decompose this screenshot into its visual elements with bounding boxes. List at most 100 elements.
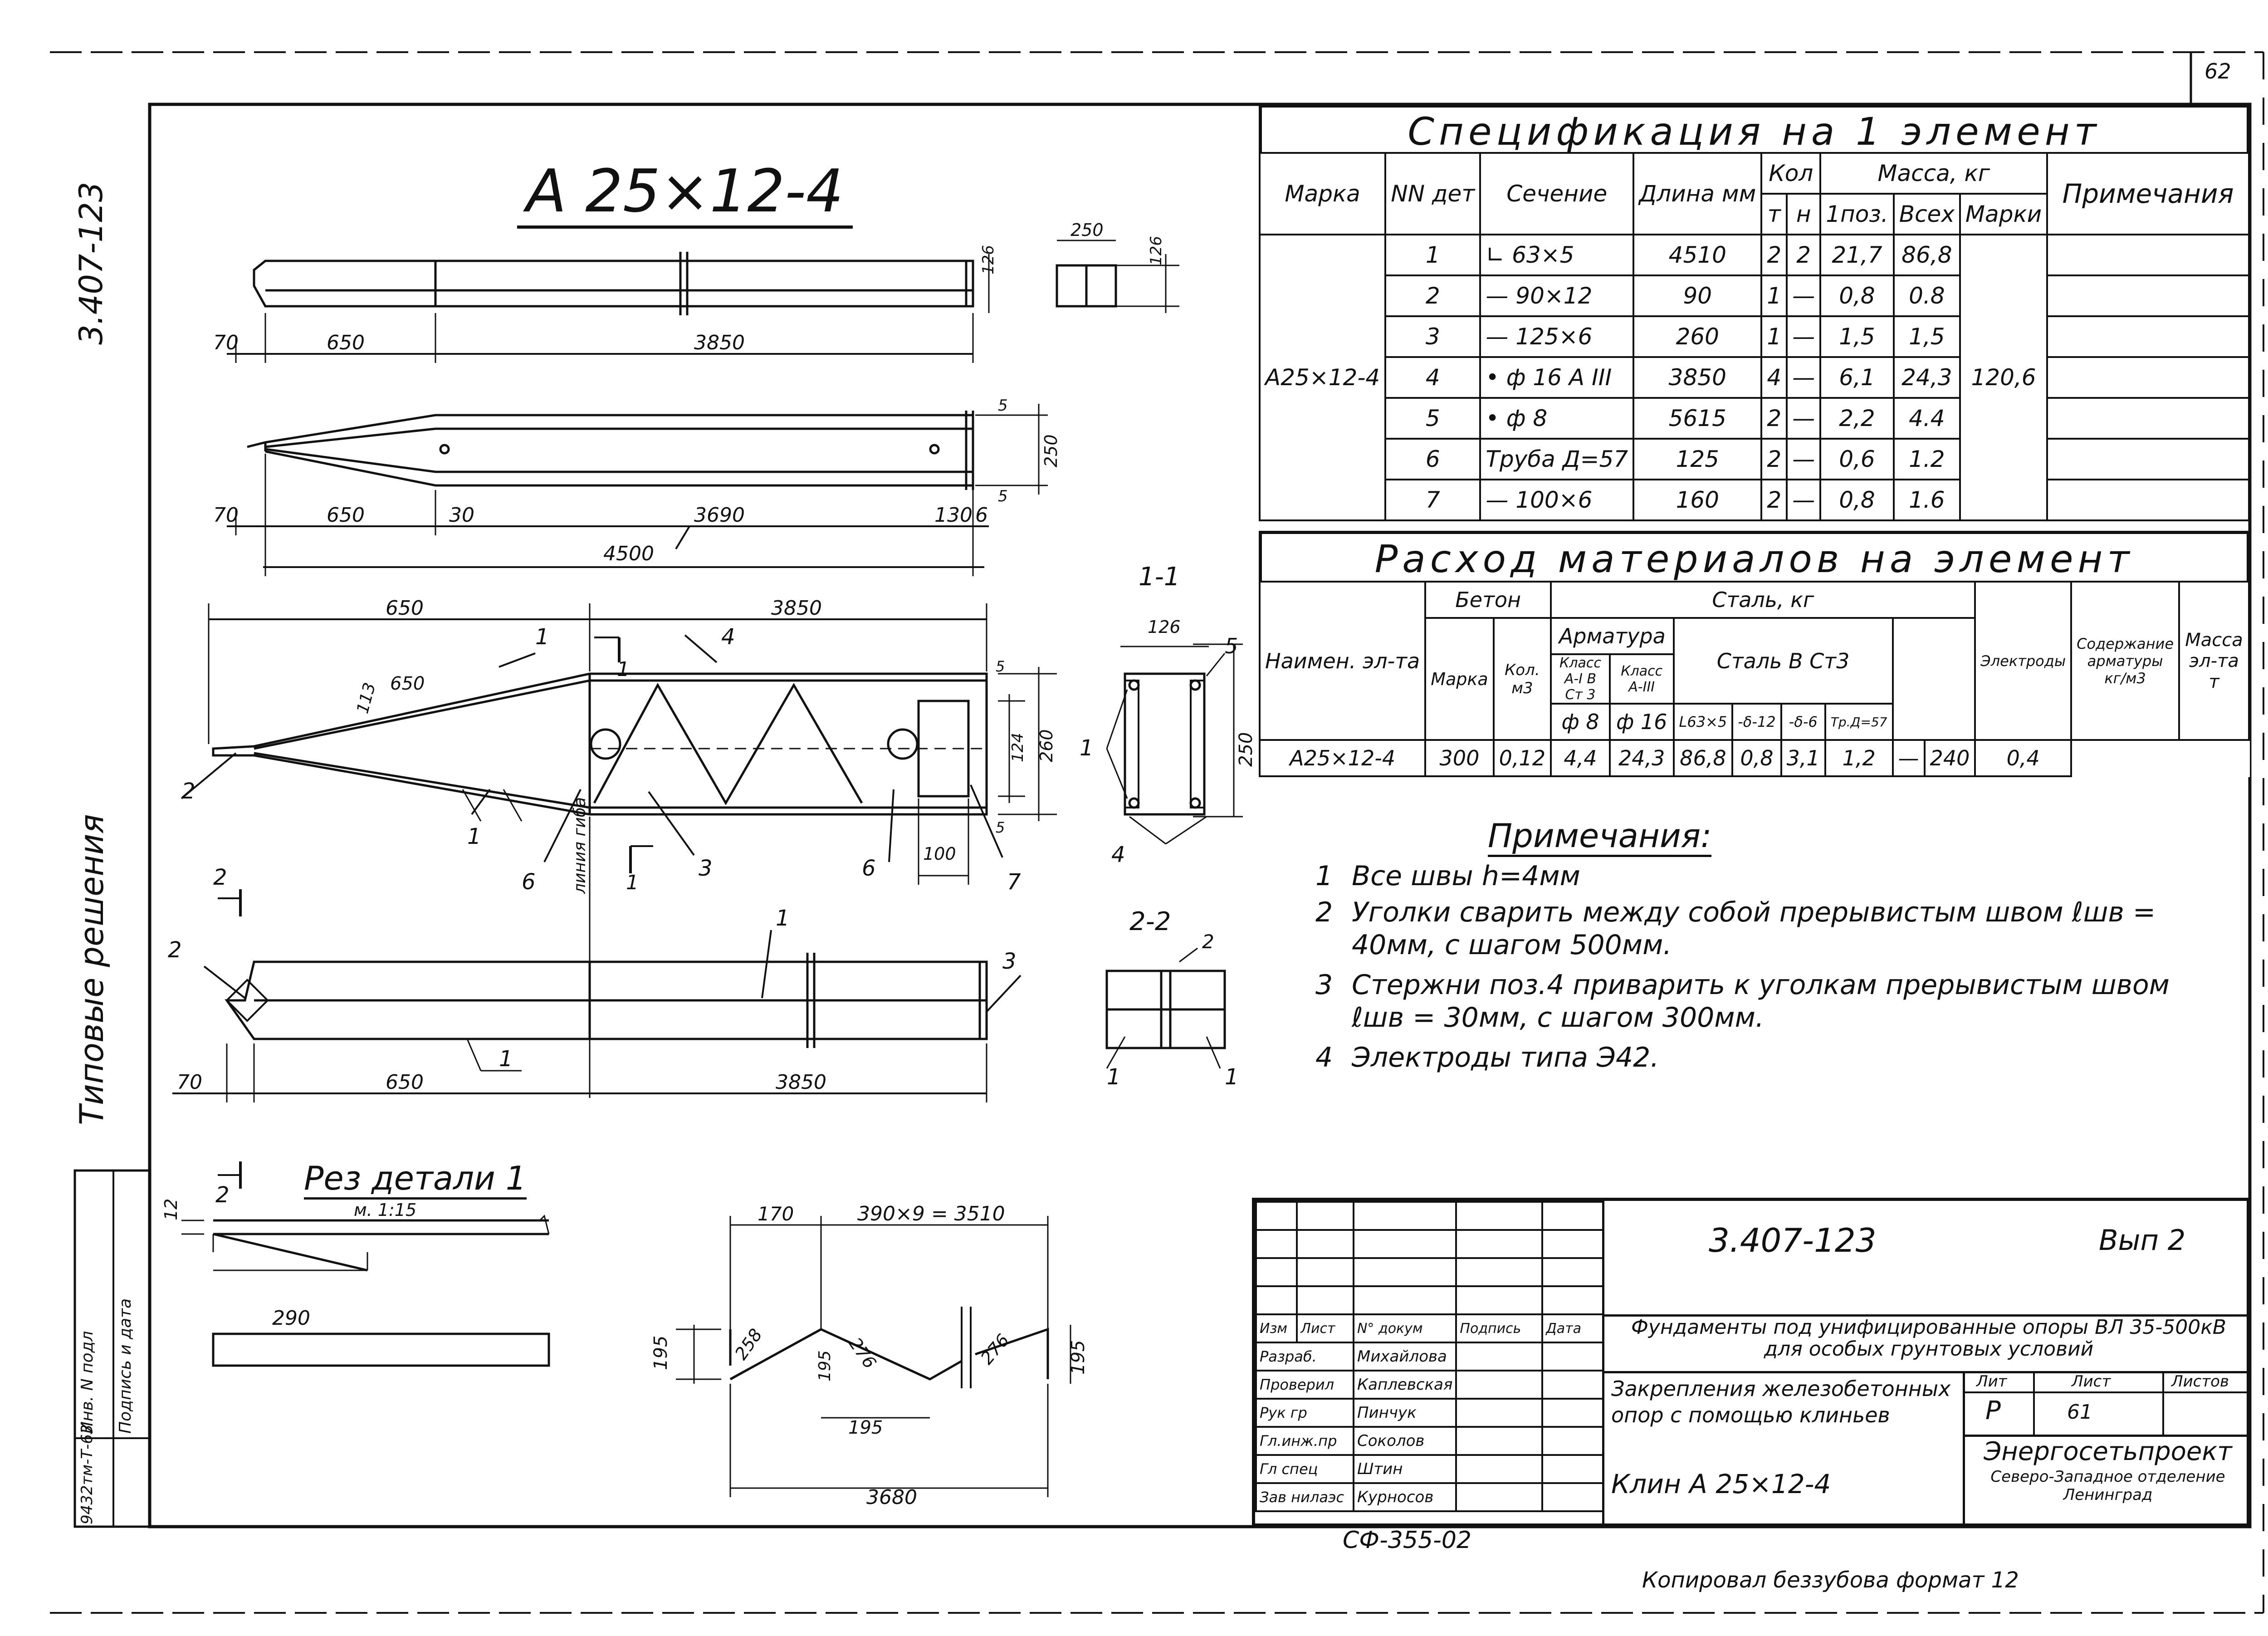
spec-title: Спецификация на 1 элемент — [1259, 104, 2250, 158]
spec-note-cell — [2046, 315, 2250, 358]
note-text: Электроды типа Э42. — [1352, 1042, 1659, 1073]
stamp-blank-cell — [1352, 1201, 1457, 1231]
spec-note-cell — [2046, 479, 2250, 521]
stamp-signature-cell — [1455, 1426, 1544, 1456]
stamp-project: Фундаменты под унифицированные опоры ВЛ … — [1631, 1316, 2226, 1361]
stamp-blank-cell — [1255, 1201, 1298, 1231]
pos-2: 2 — [181, 779, 196, 804]
stamp-blank-cell — [1255, 1229, 1298, 1259]
zig-dim-195-right: 195 — [1068, 1340, 1089, 1375]
spec-qty-t: 2 — [1760, 438, 1788, 480]
elev-dim-650: 650 — [386, 597, 424, 620]
zig-dim-195-left: 195 — [650, 1336, 671, 1370]
spec-mass-all: 1,5 — [1892, 315, 1961, 358]
spec-qty-n: 2 — [1786, 234, 1822, 276]
spec-section: • ф 16 А III — [1479, 356, 1635, 399]
spec-mark: А25×12-4 — [1258, 234, 1387, 521]
stamp-blank-cell — [1296, 1201, 1354, 1231]
materials-title: Расход материалов на элемент — [1259, 531, 2250, 587]
elev-dim-3850: 3850 — [771, 597, 822, 620]
zig-dim-3680: 3680 — [866, 1486, 917, 1509]
stamp-date-cell — [1541, 1454, 1604, 1484]
spec-qty-n: — — [1786, 274, 1822, 317]
spec-section: — 125×6 — [1479, 315, 1635, 358]
spec-nn: 3 — [1384, 315, 1481, 358]
pos-1-bottom: 1 — [467, 824, 481, 849]
pos-6-right: 6 — [862, 856, 876, 881]
spec-nn: 1 — [1384, 234, 1481, 276]
spec-qty-n: — — [1786, 315, 1822, 358]
stamp-blank-cell — [1255, 1257, 1298, 1287]
mat-d16: 24,3 — [1608, 739, 1675, 777]
cut-dim-290: 290 — [272, 1307, 310, 1330]
zig-dim-276-b: 276 — [977, 1330, 1013, 1368]
spec-h-mass-all: Всех — [1892, 193, 1961, 235]
mat-h-d16: ф 16 — [1608, 703, 1675, 741]
spec-length: 3850 — [1633, 356, 1763, 399]
mat-content: 240 — [1923, 739, 1976, 777]
spec-note-cell — [2046, 438, 2250, 480]
copy-note: Копировал беззубова формат 12 — [1642, 1567, 2019, 1593]
zig-dim-3510: 390×9 = 3510 — [857, 1202, 1005, 1225]
stamp-stage: Р — [1985, 1396, 2001, 1425]
spec-length: 260 — [1633, 315, 1763, 358]
spec-section: — 90×12 — [1479, 274, 1635, 317]
mat-c-qty: 0,12 — [1492, 739, 1552, 777]
cut-detail-scale: м. 1:15 — [354, 1200, 417, 1220]
stamp-person: Михайлова — [1352, 1342, 1457, 1371]
section-1-title: 1-1 — [1139, 562, 1180, 592]
stamp-code: 3.407-123 — [1709, 1221, 1877, 1259]
spec-mass-all: 1.2 — [1892, 438, 1961, 480]
stamp-role-row: Разраб.Михайлова — [1255, 1342, 1604, 1371]
spec-nn: 4 — [1384, 356, 1481, 399]
materials-table: Наимен. эл-та Бетон Сталь, кг Электроды … — [1258, 581, 2250, 777]
elev-dim-260: 260 — [1036, 729, 1056, 762]
stamp-signature-cell — [1455, 1482, 1544, 1512]
mat-name: А25×12-4 — [1258, 739, 1427, 777]
spec-qty-t: 1 — [1760, 315, 1788, 358]
spec-h-length: Длина мм — [1633, 152, 1763, 235]
mat-h-name: Наимен. эл-та — [1258, 581, 1427, 741]
mat-h-l63: L63×5 — [1672, 703, 1734, 741]
bottom-dim-70: 70 — [177, 1071, 202, 1094]
spec-note-cell — [2046, 356, 2250, 399]
mat-h-c-mark: Марка — [1424, 617, 1495, 741]
note-text: Все швы h=4мм — [1352, 860, 1580, 892]
spec-nn: 5 — [1384, 397, 1481, 440]
spec-mass-all: 24,3 — [1892, 356, 1961, 399]
elev-dim-100: 100 — [923, 844, 956, 864]
stamp-col-header: N° докум — [1352, 1313, 1457, 1343]
plan-dim-130: 130 — [934, 504, 973, 527]
stamp-signature-cell — [1455, 1370, 1544, 1400]
section-1-label-1: 1 — [1080, 735, 1094, 761]
top-dim-3850: 3850 — [694, 331, 745, 354]
elev-dim-113: 113 — [353, 681, 379, 715]
spec-note-cell — [2046, 234, 2250, 276]
bend-line-label: линия гиба — [571, 797, 589, 894]
top-view — [227, 252, 990, 363]
spec-mass-1: 0,8 — [1819, 479, 1895, 521]
spec-h-qty: Кол — [1760, 152, 1822, 195]
zig-dim-195-bottom: 195 — [848, 1417, 883, 1438]
plan-dim-650: 650 — [327, 504, 365, 527]
stamp-signature-cell — [1455, 1454, 1544, 1484]
stamp-signature-cell — [1455, 1398, 1544, 1428]
spec-mass-1: 1,5 — [1819, 315, 1895, 358]
spec-nn: 7 — [1384, 479, 1481, 521]
stamp-col-header: Дата — [1541, 1313, 1604, 1343]
stamp-blank-cell — [1296, 1229, 1354, 1259]
mat-h-electrodes: Электроды — [1974, 581, 2072, 741]
plan-dim-70: 70 — [213, 504, 239, 527]
stamp-blank-cell — [1455, 1201, 1544, 1231]
cut-label-bottom: 1 — [626, 871, 639, 894]
zig-dim-276-a: 276 — [845, 1334, 880, 1372]
stamp-person: Штин — [1352, 1454, 1457, 1484]
